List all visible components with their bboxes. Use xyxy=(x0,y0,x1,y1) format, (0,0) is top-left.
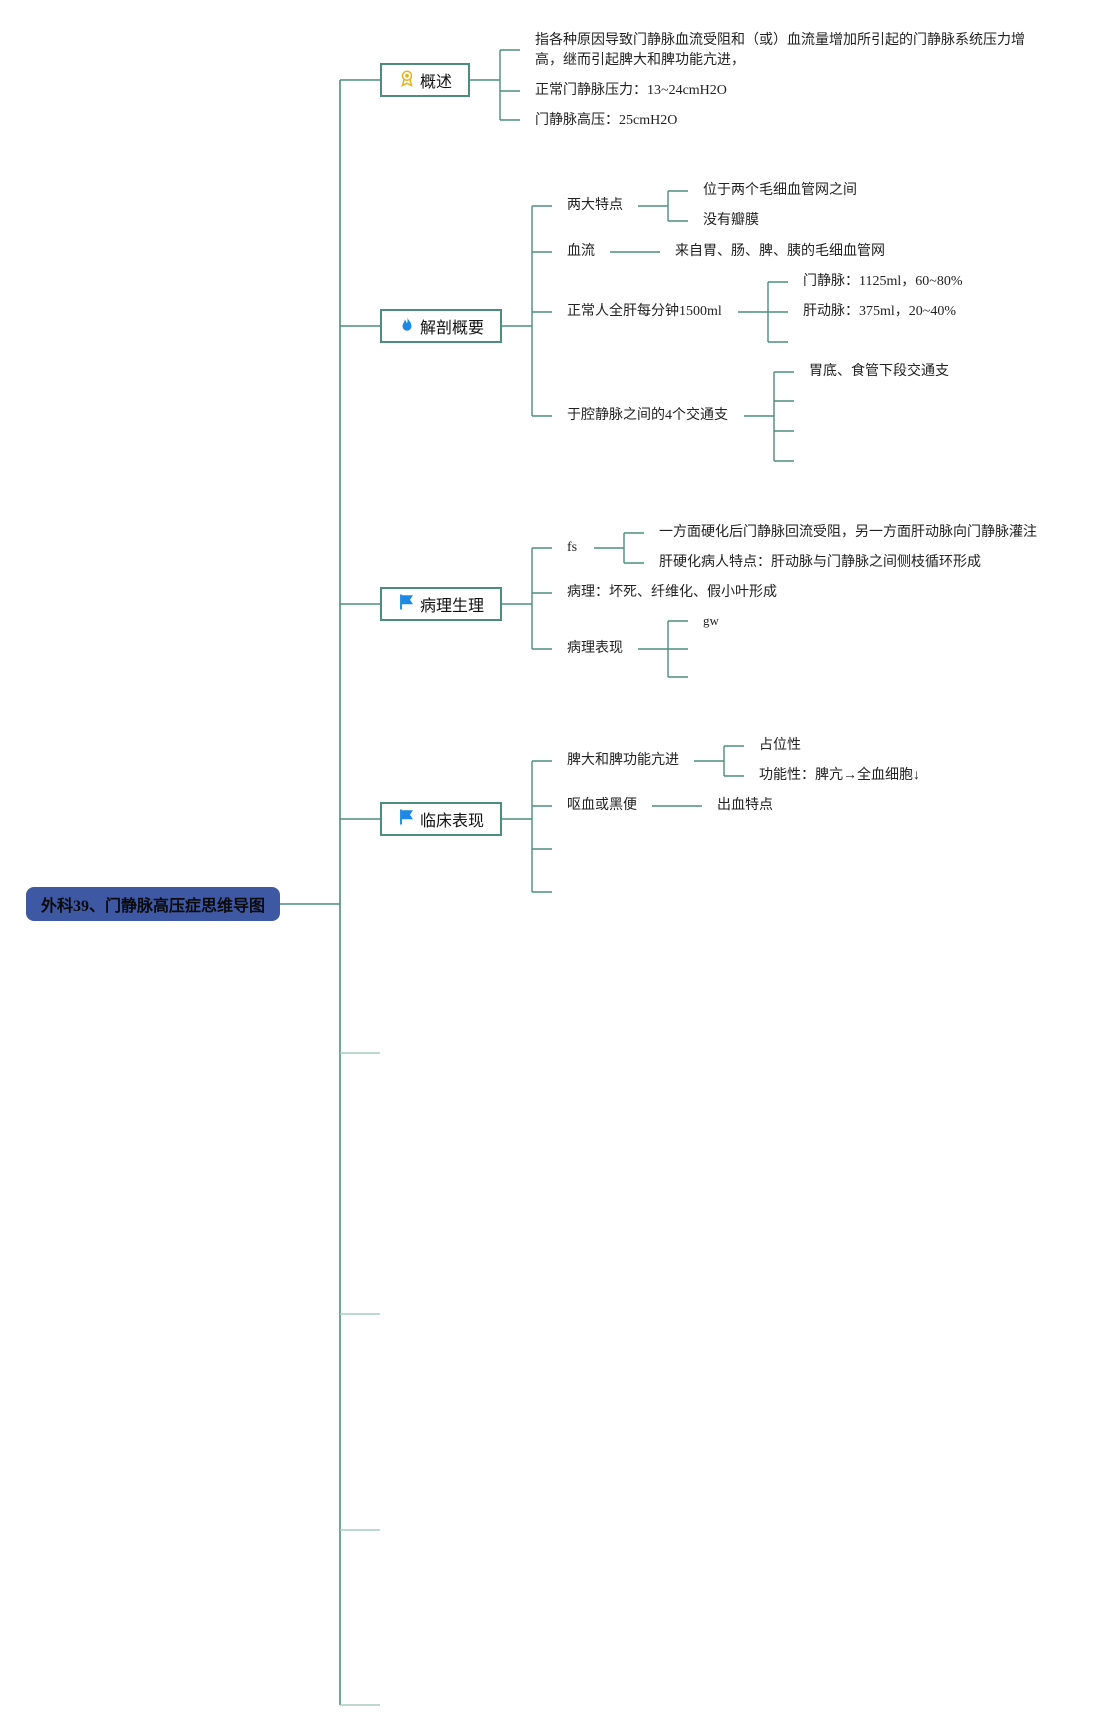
patho-pathology: 病理：坏死、纤维化、假小叶形成 xyxy=(567,585,777,600)
clinical-space-occupying: 占位性 xyxy=(759,738,801,753)
anatomy-two-features: 两大特点 xyxy=(567,198,623,213)
patho-manifestation: 病理表现 xyxy=(567,641,623,656)
topic-overview[interactable]: 概述 xyxy=(380,63,470,97)
anatomy-hepatic-artery: 肝动脉：375ml，20~40% xyxy=(803,304,957,319)
clinical-splenomegaly: 脾大和脾功能亢进 xyxy=(567,753,679,768)
topic-label: 病理生理 xyxy=(419,598,484,615)
patho-manifestation-gw: gw xyxy=(703,613,719,628)
patho-fs: fs xyxy=(567,540,578,555)
anatomy-feature-2: 没有瓣膜 xyxy=(703,213,759,228)
anatomy-branch-1: 胃底、食管下段交通支 xyxy=(809,364,949,379)
topic-label: 解剖概要 xyxy=(419,320,484,337)
root-topic[interactable]: 外科39、门静脉高压症思维导图 xyxy=(26,887,280,921)
flame-icon xyxy=(398,315,416,338)
flag-icon xyxy=(398,808,416,831)
topic-label: 概述 xyxy=(419,74,452,91)
clinical-bleeding-features: 出血特点 xyxy=(717,798,773,813)
anatomy-portal-vein: 门静脉：1125ml，60~80% xyxy=(803,274,963,289)
anatomy-communicating-branches: 于腔静脉之间的4个交通支 xyxy=(567,408,728,423)
clinical-hematemesis: 呕血或黑便 xyxy=(567,798,637,813)
patho-fs-detail-1: 一方面硬化后门静脉回流受阻，另一方面肝动脉向门静脉灌注 xyxy=(659,525,1037,540)
award-ribbon-icon xyxy=(398,69,416,92)
topic-label: 临床表现 xyxy=(419,813,484,830)
overview-normal-pressure: 正常门静脉压力：13~24cmH2O xyxy=(535,83,727,98)
patho-fs-detail-2: 肝硬化病人特点：肝动脉与门静脉之间侧枝循环形成 xyxy=(659,555,981,570)
flag-icon xyxy=(398,593,416,616)
overview-definition: 指各种原因导致门静脉血流受阻和（或）血流量增加所引起的门静脉系统压力增高，继而引… xyxy=(535,33,1025,68)
topic-anatomy[interactable]: 解剖概要 xyxy=(380,309,502,343)
topic-clinical[interactable]: 临床表现 xyxy=(380,802,502,836)
topic-pathophysiology[interactable]: 病理生理 xyxy=(380,587,502,621)
anatomy-blood-flow: 血流 xyxy=(567,244,595,259)
overview-hypertension: 门静脉高压：25cmH2O xyxy=(535,113,678,128)
clinical-functional: 功能性：脾亢→全血细胞↓ xyxy=(759,768,920,783)
anatomy-liver-flow: 正常人全肝每分钟1500ml xyxy=(567,304,722,319)
anatomy-blood-flow-source: 来自胃、肠、脾、胰的毛细血管网 xyxy=(675,244,885,259)
anatomy-feature-1: 位于两个毛细血管网之间 xyxy=(703,183,857,198)
